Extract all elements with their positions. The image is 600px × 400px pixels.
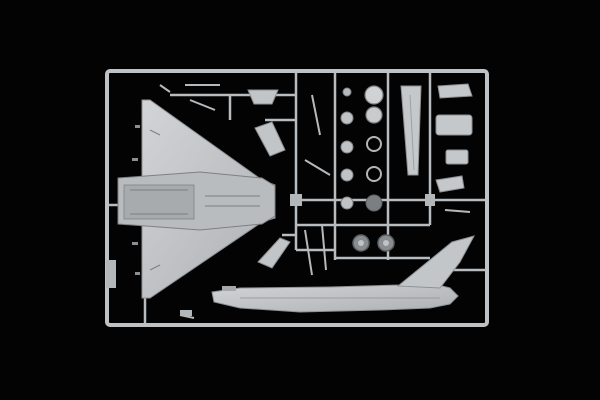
canard-part [247, 89, 291, 269]
small-parts [159, 84, 471, 319]
sprue-frame [105, 69, 489, 327]
intake-part [400, 83, 473, 193]
wing-part [117, 99, 276, 299]
fuselage-part [211, 235, 475, 313]
wheel-parts [340, 85, 395, 252]
sprue-gates [106, 194, 435, 316]
